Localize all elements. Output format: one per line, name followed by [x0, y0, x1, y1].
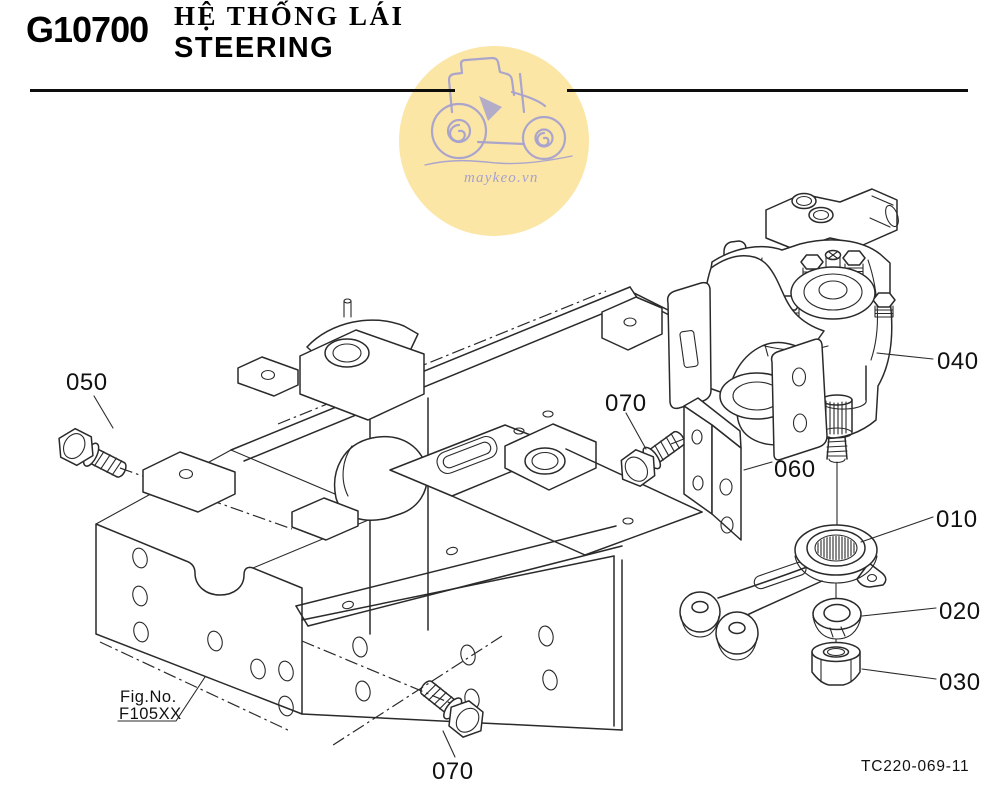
callout-label: 070 — [605, 390, 647, 417]
callout-050: 050 — [66, 369, 108, 396]
fig-number: Fig.No. F105XX — [119, 688, 182, 723]
spring-washer-020 — [812, 597, 862, 640]
callout-label: 060 — [774, 456, 816, 483]
watermark-site-text: maykeo.vn — [464, 170, 539, 186]
page-title-english: STEERING — [174, 32, 335, 64]
frame-holes-band — [352, 625, 558, 710]
callout-060: 060 — [774, 456, 816, 483]
steering-arm-010 — [679, 524, 887, 661]
tractor-icon — [424, 56, 573, 166]
bolt-050 — [51, 423, 133, 487]
page-title-vietnamese: HỆ THỐNG LÁI — [174, 1, 405, 31]
callout-030: 030 — [939, 669, 981, 696]
chassis-frame — [95, 286, 703, 748]
callout-010: 010 — [936, 506, 978, 533]
callout-070-upper: 070 — [605, 390, 647, 417]
callout-label: 070 — [432, 758, 474, 785]
callout-label: 030 — [939, 669, 981, 696]
header-rule-left — [30, 89, 455, 92]
frame-holes-left — [132, 547, 294, 717]
callout-label: 010 — [936, 506, 978, 533]
watermark-logo: maykeo.vn — [399, 46, 589, 236]
callout-label: 050 — [66, 369, 108, 396]
leader-lines — [93, 352, 937, 758]
fig-no-label: Fig.No. — [120, 688, 177, 706]
callout-020: 020 — [939, 598, 981, 625]
bolt-070-lower — [412, 671, 492, 745]
steering-gear-box — [666, 188, 899, 526]
hex-nut-030 — [811, 641, 861, 686]
callout-040: 040 — [937, 348, 979, 375]
fig-no-value: F105XX — [119, 705, 182, 723]
mounting-bracket-060 — [683, 397, 742, 541]
callout-label: 020 — [939, 598, 981, 625]
sheet-code: TC220-069-11 — [861, 758, 969, 775]
callout-label: 040 — [937, 348, 979, 375]
header-rule-right — [567, 89, 968, 92]
section-code: G10700 — [26, 9, 149, 50]
callout-070-lower: 070 — [432, 758, 474, 785]
bolt-070-upper — [612, 422, 693, 493]
